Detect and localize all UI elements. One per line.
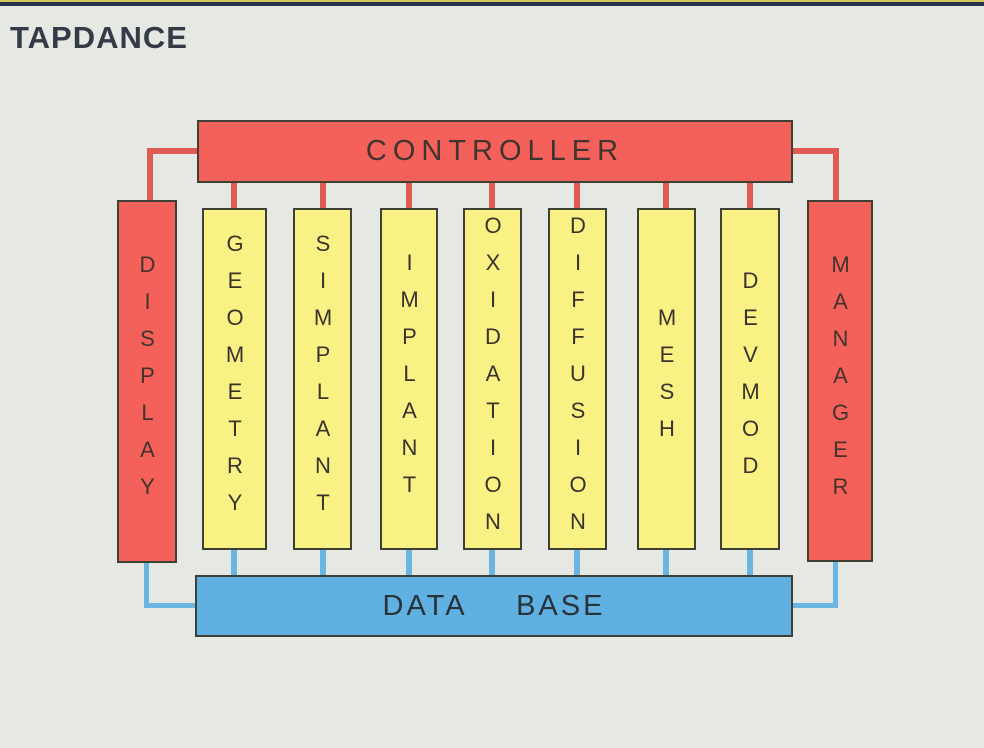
module-label-devmod: DEVMOD: [738, 268, 763, 490]
connector-display-database-vertical: [144, 561, 149, 608]
connector-controller-display-horizontal: [147, 148, 197, 154]
module-label-simplant: SIMPLANT: [310, 231, 336, 527]
connector-geometry-database: [231, 550, 237, 575]
connector-implant-database: [406, 550, 412, 575]
module-label-implant: IMPLANT: [397, 249, 422, 509]
module-label-oxidation: OXIDATION: [480, 212, 506, 546]
manager-label: MANAGER: [828, 251, 853, 511]
module-box-implant: IMPLANT: [380, 208, 438, 550]
connector-controller-manager-horizontal: [793, 148, 839, 154]
module-box-mesh: MESH: [637, 208, 696, 550]
connector-manager-database-horizontal: [791, 603, 838, 608]
connector-controller-manager-vertical: [833, 148, 839, 202]
module-label-mesh: MESH: [654, 305, 680, 453]
connector-controller-mesh: [663, 183, 669, 208]
connector-controller-geometry: [231, 183, 237, 208]
display-box: DISPLAY: [117, 200, 177, 563]
module-box-simplant: SIMPLANT: [293, 208, 352, 550]
database-label: DATA BASE: [382, 589, 606, 622]
module-box-diffusion: DIFFUSION: [548, 208, 607, 550]
module-box-devmod: DEVMOD: [720, 208, 780, 550]
connector-devmod-database: [747, 550, 753, 575]
database-box: DATA BASE: [195, 575, 793, 637]
module-box-oxidation: OXIDATION: [463, 208, 522, 550]
connector-manager-database-vertical: [833, 560, 838, 608]
connector-display-database-horizontal: [144, 603, 197, 608]
connector-controller-implant: [406, 183, 412, 208]
connector-mesh-database: [663, 550, 669, 575]
connector-controller-devmod: [747, 183, 753, 208]
controller-label: CONTROLLER: [365, 135, 625, 167]
connector-controller-display-vertical: [147, 148, 153, 202]
connector-simplant-database: [320, 550, 326, 575]
connector-controller-simplant: [320, 183, 326, 208]
slide-top-edge-highlight: [0, 0, 984, 2]
slide-top-edge-rule: [0, 2, 984, 6]
controller-box: CONTROLLER: [197, 120, 793, 183]
connector-controller-diffusion: [574, 183, 580, 208]
connector-controller-oxidation: [489, 183, 495, 208]
module-label-diffusion: DIFFUSION: [565, 212, 591, 546]
page-title: TAPDANCE: [10, 20, 188, 55]
module-box-geometry: GEOMETRY: [202, 208, 267, 550]
manager-box: MANAGER: [807, 200, 873, 562]
module-label-geometry: GEOMETRY: [222, 231, 248, 527]
connector-oxidation-database: [489, 550, 495, 575]
connector-diffusion-database: [574, 550, 580, 575]
display-label: DISPLAY: [135, 252, 160, 511]
